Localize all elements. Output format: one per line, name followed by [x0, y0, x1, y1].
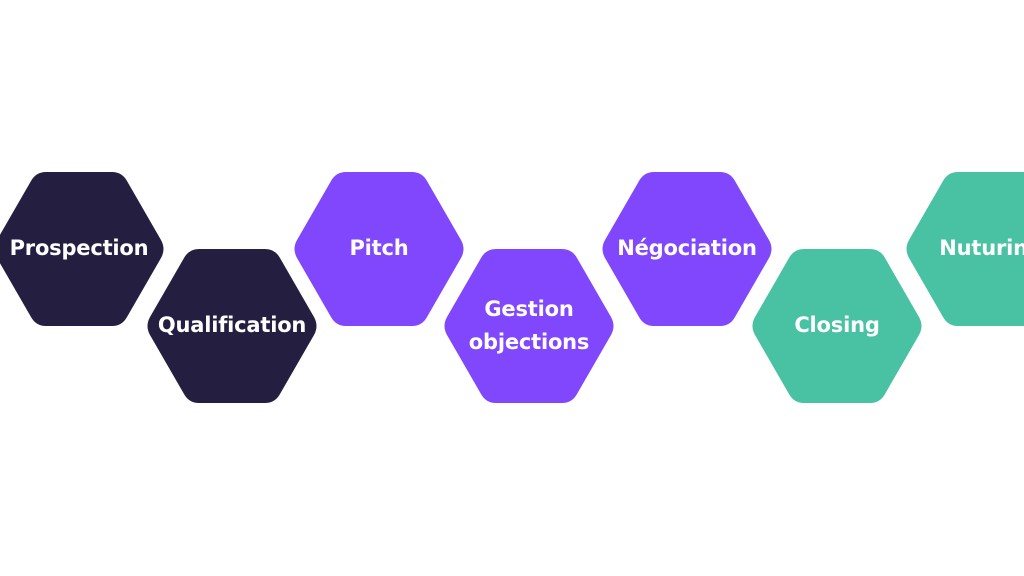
step-nuturing: Nuturing: [904, 172, 1024, 326]
step-qualification: Qualification: [145, 249, 319, 403]
step-label: Prospection: [9, 236, 149, 261]
hexagon-shape: [0, 172, 164, 326]
hexagon-shape: [294, 172, 464, 326]
hexagon-shape: [752, 249, 922, 403]
step-label: Gestion objections: [468, 297, 590, 354]
step-label: Closing: [794, 313, 880, 338]
step-label: Négociation: [617, 236, 757, 261]
hexagon-shape: [602, 172, 772, 326]
step-closing: Closing: [750, 249, 924, 403]
step-gestion-objections: Gestion objections: [442, 249, 616, 403]
hexagon-shape: [906, 172, 1024, 326]
step-pitch: Pitch: [292, 172, 466, 326]
hexagon-shape: [147, 249, 317, 403]
step-label: Qualification: [157, 313, 307, 338]
step-prospection: Prospection: [0, 172, 166, 326]
step-label: Nuturing: [939, 236, 1024, 261]
step-label: Pitch: [349, 236, 409, 261]
hexagon-shape: [444, 249, 614, 403]
step-negociation: Négociation: [600, 172, 774, 326]
